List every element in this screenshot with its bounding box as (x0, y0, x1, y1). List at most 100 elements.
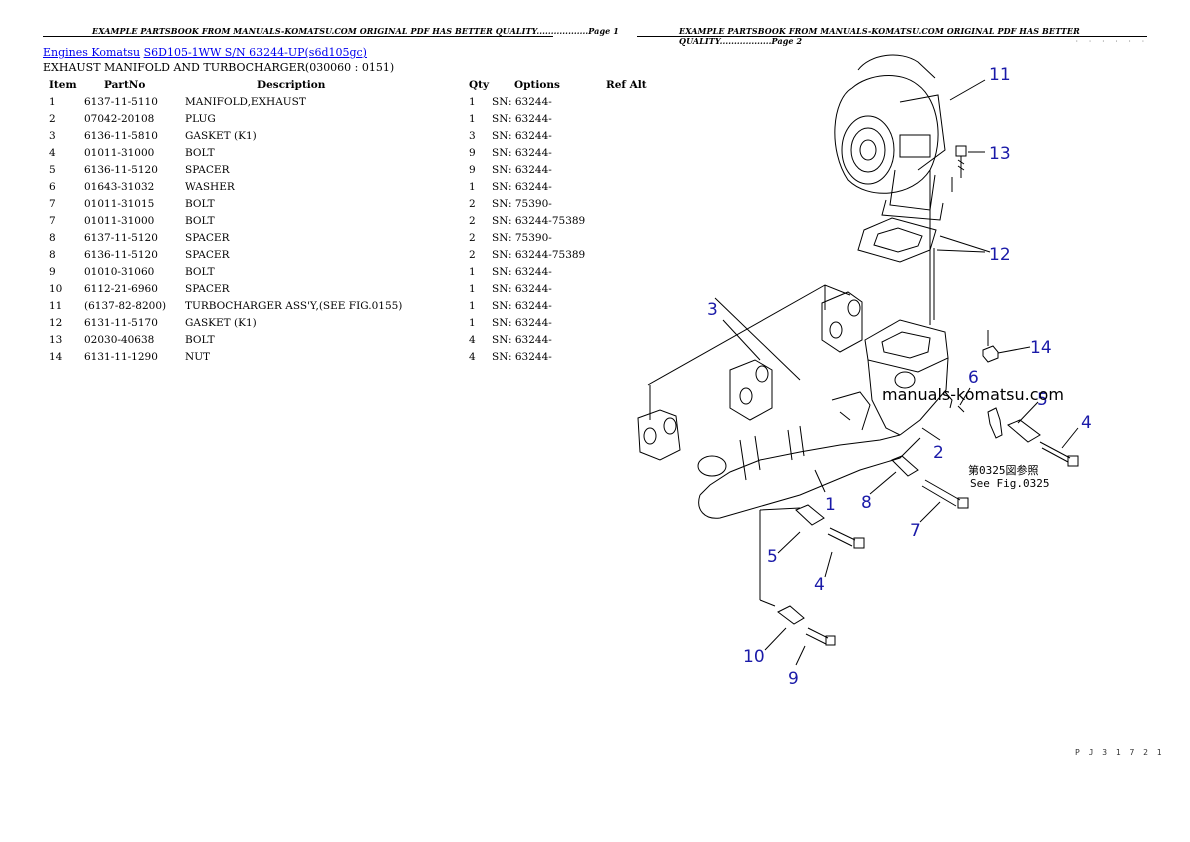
row-item: 14 (49, 350, 63, 363)
callout-leaders (722, 79, 1079, 666)
turbocharger-drawing (834, 54, 946, 221)
row-item: 7 (49, 197, 56, 210)
table-row: 11 (6137-82-8200) TURBOCHARGER ASS'Y,(SEE … (43, 297, 656, 314)
callout-9: 9 (788, 669, 799, 689)
spacer-8-drawing (891, 455, 919, 477)
page2-header-rule (637, 36, 1147, 37)
page1-header: EXAMPLE PARTSBOOK FROM MANUALS-KOMATSU.C… (92, 26, 619, 36)
header-options: Options (514, 78, 560, 91)
row-description: BOLT (185, 265, 215, 278)
row-item: 13 (49, 333, 63, 346)
header-refalt: Ref Alt (606, 78, 647, 91)
row-item: 4 (49, 146, 56, 159)
row-description: SPACER (185, 163, 230, 176)
spacer-10-drawing (759, 599, 805, 625)
washer-6-drawing (987, 407, 1003, 439)
header-description: Description (257, 78, 326, 91)
bolt-9-drawing (805, 627, 836, 646)
row-item: 2 (49, 112, 56, 125)
row-options: SN: 63244- (492, 146, 552, 159)
row-description: BOLT (185, 197, 215, 210)
see-fig-note-jp: 第0325図参照 (968, 463, 1039, 477)
breadcrumb-engines-link[interactable]: Engines Komatsu (43, 46, 141, 59)
row-partno: 6131-11-1290 (84, 350, 158, 363)
row-item: 11 (49, 299, 63, 312)
callout-4-right: 4 (1081, 413, 1092, 433)
row-qty: 2 (469, 231, 476, 244)
row-description: BOLT (185, 146, 215, 159)
row-options: SN: 75390- (492, 231, 552, 244)
row-options: SN: 63244- (492, 299, 552, 312)
row-description: NUT (185, 350, 211, 363)
header-qty: Qty (469, 78, 490, 91)
callout-10: 10 (743, 647, 765, 667)
spacer-5-lower-drawing (759, 504, 825, 600)
row-qty: 4 (469, 350, 476, 363)
spacer-5-right-drawing (1007, 419, 1041, 443)
callout-3: 3 (707, 300, 718, 320)
row-description: WASHER (185, 180, 235, 193)
row-description: BOLT (185, 333, 215, 346)
row-item: 5 (49, 163, 56, 176)
callout-12: 12 (989, 245, 1011, 265)
gasket-3-drawing (637, 284, 863, 461)
row-options: SN: 63244- (492, 316, 552, 329)
row-options: SN: 63244-75389 (492, 248, 586, 261)
row-partno: (6137-82-8200) (84, 299, 167, 312)
row-item: 8 (49, 248, 56, 261)
row-partno: 6136-11-5810 (84, 129, 158, 142)
row-description: SPACER (185, 248, 230, 261)
row-item: 9 (49, 265, 56, 278)
callout-6: 6 (968, 368, 979, 388)
row-item: 3 (49, 129, 56, 142)
nut-14-drawing (982, 330, 999, 363)
parts-table: Item PartNo Description Qty Options Ref … (43, 76, 656, 365)
row-qty: 2 (469, 214, 476, 227)
see-fig-note-en: See Fig.0325 (970, 477, 1049, 490)
plug-2-drawing (944, 391, 965, 413)
row-qty: 1 (469, 282, 476, 295)
parts-table-header: Item PartNo Description Qty Options Ref … (43, 76, 656, 93)
row-description: TURBOCHARGER ASS'Y,(SEE FIG.0155) (185, 299, 403, 312)
row-options: SN: 63244- (492, 95, 552, 108)
row-qty: 1 (469, 265, 476, 278)
row-item: 6 (49, 180, 56, 193)
table-row: 8 6137-11-5120 SPACER 2 SN: 75390- (43, 229, 656, 246)
row-item: 8 (49, 231, 56, 244)
callout-5-right: 5 (1037, 390, 1048, 410)
row-partno: 07042-20108 (84, 112, 155, 125)
row-options: SN: 75390- (492, 197, 552, 210)
row-qty: 9 (469, 146, 476, 159)
callout-5-lower: 5 (767, 547, 778, 567)
row-description: SPACER (185, 282, 230, 295)
row-qty: 1 (469, 299, 476, 312)
row-description: SPACER (185, 231, 230, 244)
breadcrumb-model-link[interactable]: S6D105-1WW S/N 63244-UP(s6d105gc) (143, 46, 367, 59)
row-options: SN: 63244- (492, 282, 552, 295)
exploded-diagram: 11 13 12 3 14 6 5 4 2 1 8 7 5 4 10 9 man… (637, 54, 1092, 689)
diagram-top-code: · · · · · · (1075, 38, 1148, 45)
row-partno: 01643-31032 (84, 180, 155, 193)
row-partno: 6136-11-5120 (84, 248, 158, 261)
callout-2: 2 (933, 443, 944, 463)
row-partno: 01010-31060 (84, 265, 155, 278)
row-qty: 1 (469, 316, 476, 329)
page1-header-rule (43, 36, 553, 37)
row-qty: 3 (469, 129, 476, 142)
row-partno: 6137-11-5120 (84, 231, 158, 244)
row-options: SN: 63244- (492, 112, 552, 125)
row-qty: 4 (469, 333, 476, 346)
row-qty: 2 (469, 197, 476, 210)
bolt-13-drawing (955, 145, 967, 178)
row-options: SN: 63244- (492, 350, 552, 363)
header-item: Item (49, 78, 77, 91)
row-partno: 6136-11-5120 (84, 163, 158, 176)
